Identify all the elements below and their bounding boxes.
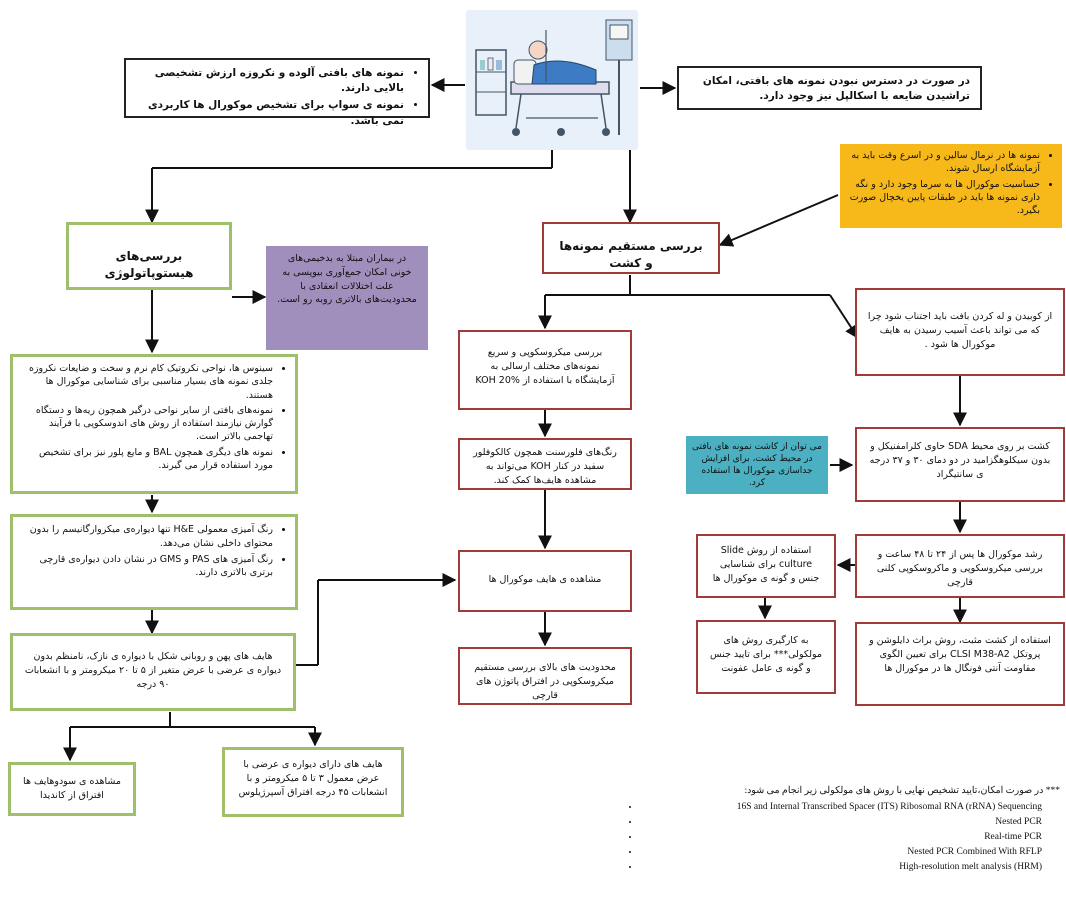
sda-culture: کشت بر روی محیط SDA حاوی کلرامفنیکل و بد… xyxy=(855,427,1065,502)
histo-sample-sites: سینوس ها، نواحی نکروتیک کام نرم و سخت و … xyxy=(10,354,298,494)
scalpel-scraping-note: در صورت در دسترس نبودن نمونه های بافتی، … xyxy=(677,66,982,110)
tissue-implant-note: می توان از کاشت نمونه های بافتی در محیط … xyxy=(686,436,828,494)
antifungal-susceptibility: استفاده از کشت مثبت، روش براث دایلوشن و … xyxy=(855,622,1065,706)
fluorescent-stains: رنگ‌های فلورسنت همچون کالکوفلور سفید در … xyxy=(458,438,632,490)
footnote-heading: *** در صورت امکان،تایید تشخیص نهایی با ر… xyxy=(744,786,1060,796)
direct-exam-culture-title: بررسی مستقیم نمونه‌ها و کشت xyxy=(542,222,720,274)
hospital-bed-illustration xyxy=(466,10,638,150)
pseudohyphae-candida: مشاهده ی سودوهایف ها افتراق از کاندیدا xyxy=(8,762,136,816)
histo-staining: رنگ آمیزی معمولی H&E تنها دیواره‌ی میکرو… xyxy=(10,514,298,610)
histopathology-title: بررسی‌های هیستوپاتولوژی xyxy=(66,222,232,290)
tissue-samples-note: نمونه های بافتی آلوده و نکروزه ارزش تشخی… xyxy=(124,58,430,127)
koh-microscopy: بررسی میکروسکوپی و سریع نمونه‌های مختلف … xyxy=(458,330,632,410)
footnote-item: Nested PCR Combined With RFLP xyxy=(640,847,1042,857)
footnote-item: Nested PCR xyxy=(640,817,1042,827)
footnote-item: Real-time PCR xyxy=(640,832,1042,842)
footnote-item: 16S and Internal Transcribed Spacer (ITS… xyxy=(640,802,1042,812)
growth-24-48h: رشد موکورال ها پس از ۲۴ تا ۴۸ ساعت و برر… xyxy=(855,534,1065,598)
slide-culture: استفاده از روش Slide culture برای شناسای… xyxy=(696,534,836,598)
aspergillus-differentiation: هایف های دارای دیواره ی عرضی با عرض معمو… xyxy=(222,747,404,817)
footnote-item: High-resolution melt analysis (HRM) xyxy=(640,862,1042,872)
avoid-tissue-grinding: از کوبیدن و له کردن بافت باید اجتناب شود… xyxy=(855,288,1065,376)
sample-transport-note: نمونه ها در نرمال سالین و در اسرع وقت با… xyxy=(840,144,1062,228)
mucorales-hyphae-observation: مشاهده ی هایف موکورال ها xyxy=(458,550,632,612)
histo-hyphae-morphology: هایف های پهن و روبانی شکل با دیواره ی نا… xyxy=(10,633,296,711)
microscopy-limitations: محدودیت های بالای بررسی مستقیم میکروسکوپ… xyxy=(458,647,632,705)
hematologic-malignancy-note: در بیماران مبتلا به بدخیمی‌های خونی امکا… xyxy=(266,246,428,350)
molecular-footnote: *** در صورت امکان،تایید تشخیص نهایی با ر… xyxy=(640,785,1060,874)
molecular-methods: به کارگیری روش های مولکولی*** برای تایید… xyxy=(696,620,836,694)
